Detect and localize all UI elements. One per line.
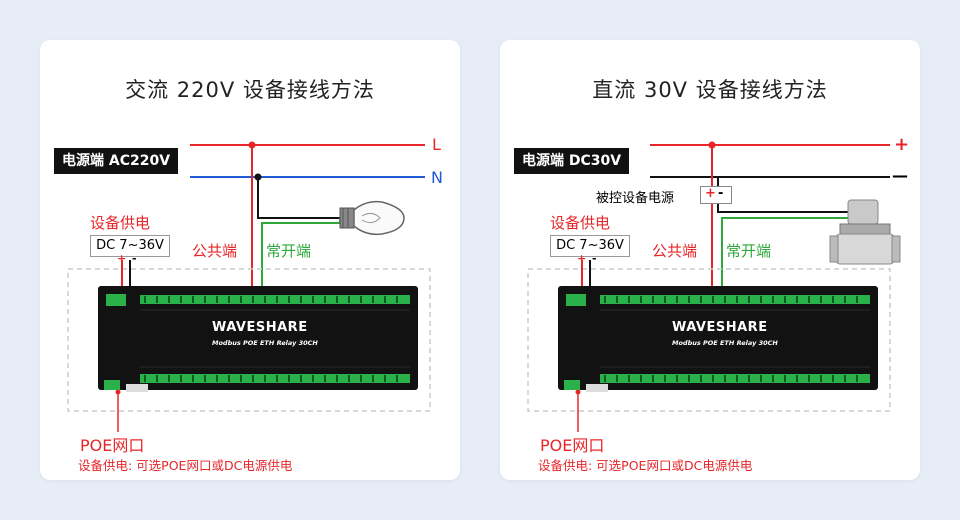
poe-port-label: POE网口 [540,436,605,455]
ac-power-label: 电源端 AC220V [54,148,179,174]
negative-sign: — [892,166,908,185]
panel-title: 直流 30V 设备接线方法 [592,78,828,102]
dc-wiring-diagram [527,141,901,432]
controlled-power-label: 被控设备电源 [596,191,675,206]
neutral-label: N [431,168,443,187]
positive-sign: + [894,134,910,155]
poe-power-note: 设备供电: 可选POE网口或DC电源供电 [538,458,753,473]
dc-range-box: DC 7~36V [550,235,630,257]
terminal-blocks [600,295,870,383]
board-model: Modbus POE ETH Relay 30CH [672,339,778,347]
dc-minus: - [132,252,137,265]
lamp-neutral-wire [257,177,340,219]
valve-wire [717,200,861,230]
dc-minus: - [592,252,597,265]
top-terminal-blocks [140,295,410,383]
brand-logo: WAVESHARE [212,320,308,335]
dc-power-label: 电源端 DC30V [514,148,630,174]
solenoid-valve-icon [829,199,901,265]
device-supply-label: 设备供电 [90,214,151,232]
light-bulb-icon [339,200,405,236]
board-model: Modbus POE ETH Relay 30CH [212,339,318,347]
normally-open-label: 常开端 [726,242,772,260]
dc-range-box: DC 7~36V [90,235,170,257]
device-supply-label: 设备供电 [550,214,611,232]
poe-port-label: POE网口 [80,436,145,455]
relay-board [558,286,878,390]
controlled-power-terminal: + - [700,186,732,204]
ac-wiring-panel: 交流 220V 设备接线方法 [40,40,460,480]
dc-wiring-panel: 直流 30V 设备接线方法 [500,40,920,480]
common-terminal-label: 公共端 [192,242,238,260]
dc-plus: + [117,252,127,265]
panel-title: 交流 220V 设备接线方法 [125,78,375,102]
poe-power-note: 设备供电: 可选POE网口或DC电源供电 [78,458,293,473]
live-label: L [432,135,441,154]
dc-plus: + [577,252,587,265]
brand-logo: WAVESHARE [672,320,768,335]
normally-open-label: 常开端 [266,242,312,260]
common-terminal-label: 公共端 [652,242,698,260]
ac-wiring-diagram [67,141,431,432]
relay-board [98,286,418,390]
